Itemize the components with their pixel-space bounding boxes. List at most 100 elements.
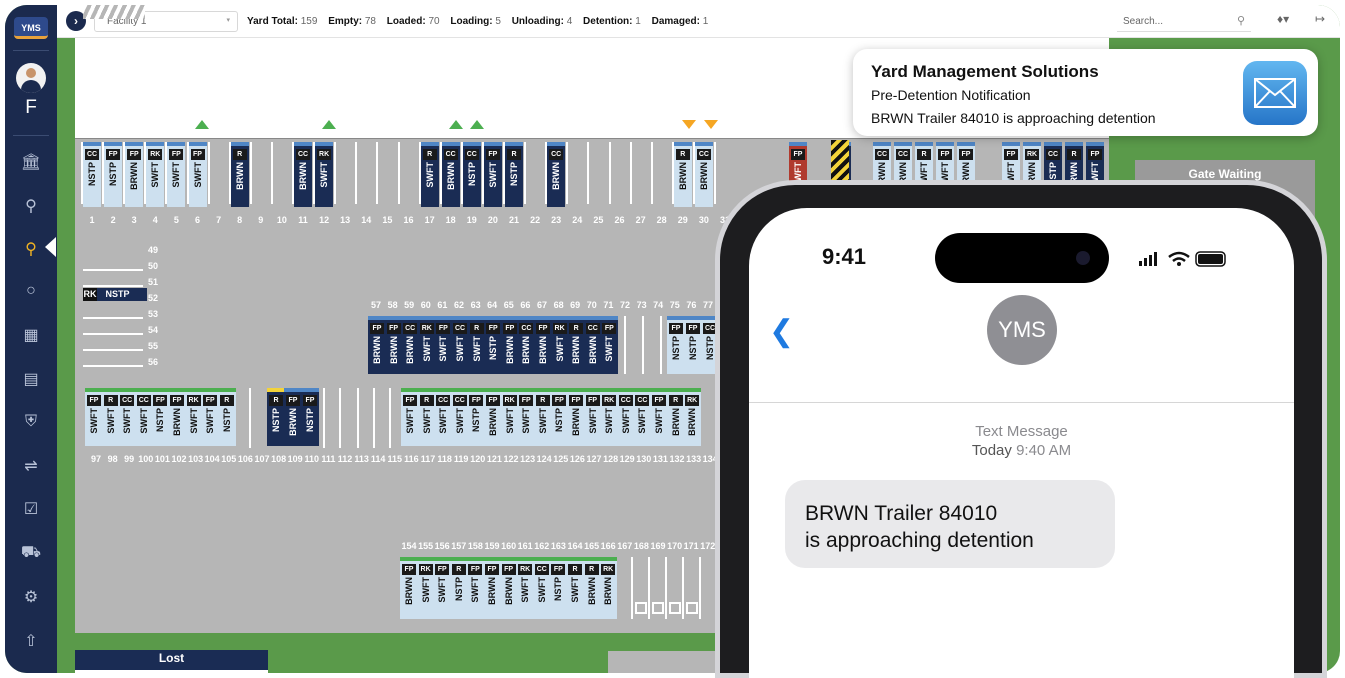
checkbox-icon[interactable]: ☑: [23, 501, 39, 518]
key-icon[interactable]: ⚲: [25, 198, 37, 215]
message-bubble[interactable]: BRWN Trailer 84010 is approaching detent…: [785, 480, 1115, 568]
bank-icon[interactable]: 🏛: [20, 154, 42, 171]
back-chevron-icon[interactable]: ❮: [769, 315, 795, 348]
notification-card[interactable]: Yard Management Solutions Pre-Detention …: [853, 49, 1318, 136]
calendar-icon[interactable]: ▦: [23, 327, 39, 344]
logout-icon[interactable]: ↦: [1315, 12, 1326, 26]
facility-select[interactable]: Facility 1▾: [94, 11, 238, 32]
app-logo[interactable]: YMS: [14, 17, 48, 39]
bell-icon[interactable]: ♦▾: [1277, 12, 1290, 26]
expand-sidebar-button[interactable]: ›: [66, 11, 86, 31]
truck-tag-icon[interactable]: ⇌: [24, 458, 38, 475]
truck-icon[interactable]: ⛟: [20, 544, 42, 561]
facility-initial[interactable]: F: [25, 97, 37, 118]
shield-icon[interactable]: ⛨: [24, 413, 37, 430]
upload-icon[interactable]: ⇧: [24, 633, 38, 650]
document-icon[interactable]: ▤: [23, 371, 39, 388]
trailer-row-52[interactable]: RK NSTP: [83, 288, 147, 301]
yard-search-icon[interactable]: ⚲: [25, 241, 37, 258]
search-input[interactable]: Search...⚲: [1117, 11, 1251, 32]
contact-avatar[interactable]: YMS: [987, 295, 1057, 365]
user-avatar[interactable]: [16, 63, 46, 93]
lost-section[interactable]: Lost: [75, 650, 268, 673]
